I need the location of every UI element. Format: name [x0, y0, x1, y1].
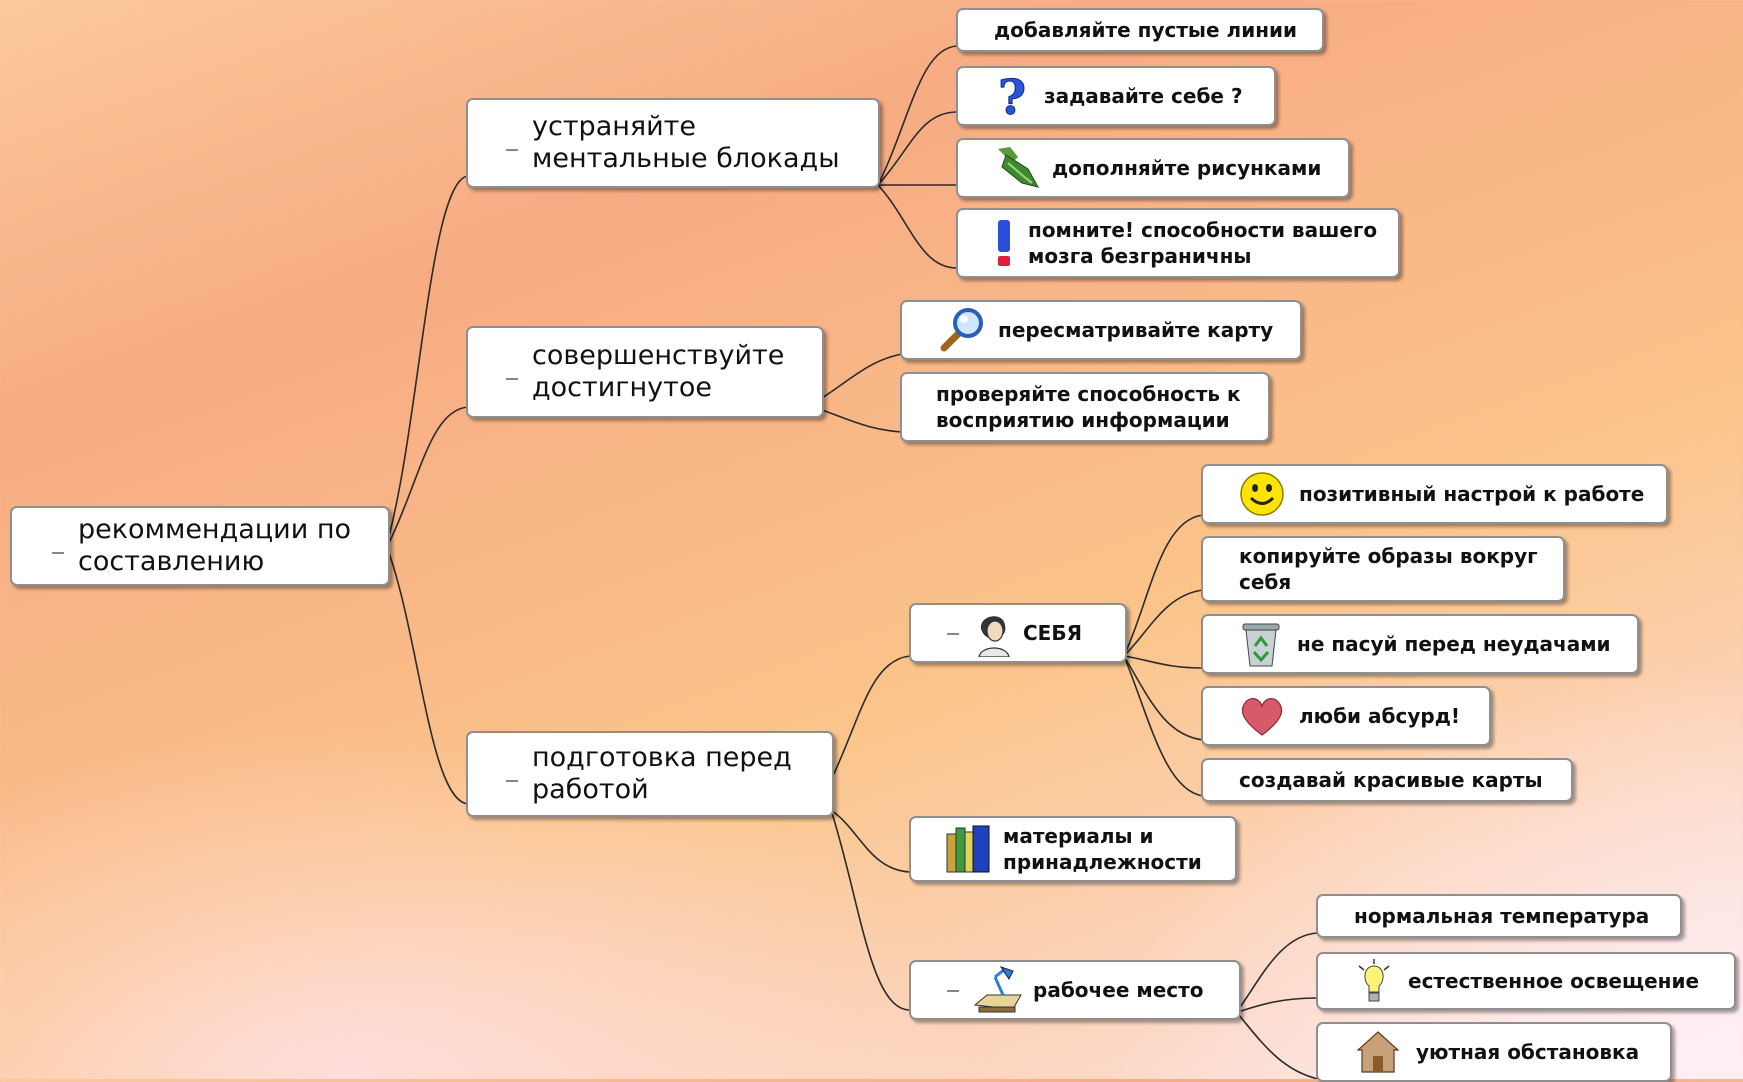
leaf-label: помните! способности вашего мозга безгра… [1028, 218, 1378, 268]
node-self[interactable]: СЕБЯ [909, 603, 1127, 663]
root-node[interactable]: рекоммендации по составлению [10, 506, 390, 586]
leaf-positive-mood[interactable]: позитивный настрой к работе [1201, 464, 1668, 524]
leaf-normal-temperature[interactable]: нормальная температура [1316, 894, 1682, 938]
desk-lamp-icon [973, 965, 1023, 1015]
leaf-dont-give-up[interactable]: не пасуй перед неудачами [1201, 614, 1639, 674]
branch-blocks[interactable]: устраняйте ментальные блокады [466, 98, 880, 188]
branch-improve[interactable]: совершенствуйте достигнутое [466, 326, 824, 418]
leaf-ask-yourself[interactable]: ? задавайте себе ? [956, 66, 1276, 127]
branch-label: совершенствуйте достигнутое [532, 340, 785, 403]
leaf-label: позитивный настрой к работе [1299, 482, 1645, 506]
leaf-beautiful-maps[interactable]: создавай красивые карты [1201, 758, 1573, 802]
leaf-review-map[interactable]: пересматривайте карту [900, 300, 1302, 360]
magnifier-icon [936, 306, 986, 354]
heart-icon [1239, 695, 1285, 737]
collapse-toggle[interactable] [506, 149, 518, 151]
leaf-natural-light[interactable]: естественное освещение [1316, 952, 1736, 1010]
exclamation-icon [994, 218, 1014, 268]
branch-label: подготовка перед работой [532, 742, 792, 805]
leaf-check-perception[interactable]: проверяйте способность к восприятию инфо… [900, 372, 1270, 442]
question-icon: ? [994, 70, 1032, 127]
leaf-label: нормальная температура [1354, 904, 1650, 928]
leaf-label: естественное освещение [1408, 969, 1700, 993]
leaf-label: рабочее место [1033, 978, 1204, 1002]
leaf-label: СЕБЯ [1023, 621, 1082, 645]
collapse-toggle[interactable] [506, 378, 518, 380]
leaf-empty-lines[interactable]: добавляйте пустые линии [956, 8, 1324, 52]
leaf-love-absurd[interactable]: люби абсурд! [1201, 686, 1491, 746]
pencil-icon [992, 145, 1042, 191]
leaf-label: пересматривайте карту [998, 318, 1274, 342]
leaf-label: проверяйте способность к восприятию инфо… [936, 382, 1241, 432]
svg-text:?: ? [998, 72, 1026, 120]
leaf-label: задавайте себе ? [1044, 84, 1243, 108]
leaf-label: люби абсурд! [1299, 704, 1460, 728]
smiley-icon [1239, 471, 1285, 517]
leaf-label: создавай красивые карты [1239, 768, 1543, 792]
leaf-label: дополняйте рисунками [1052, 156, 1322, 180]
collapse-toggle[interactable] [506, 780, 518, 782]
node-materials[interactable]: материалы и принадлежности [909, 816, 1237, 882]
recycle-bin-icon [1239, 620, 1283, 668]
leaf-label: добавляйте пустые линии [994, 18, 1298, 42]
leaf-label: не пасуй перед неудачами [1297, 632, 1611, 656]
collapse-toggle[interactable] [52, 552, 64, 554]
branch-prepare[interactable]: подготовка перед работой [466, 731, 834, 817]
leaf-remember[interactable]: помните! способности вашего мозга безгра… [956, 208, 1400, 278]
branch-label: устраняйте ментальные блокады [532, 111, 840, 174]
leaf-add-pictures[interactable]: дополняйте рисунками [956, 138, 1350, 198]
leaf-cozy-setting[interactable]: уютная обстановка [1316, 1022, 1672, 1082]
leaf-label: уютная обстановка [1416, 1040, 1640, 1064]
books-icon [945, 824, 993, 874]
leaf-label: материалы и принадлежности [1003, 824, 1202, 874]
person-icon [973, 609, 1013, 658]
leaf-copy-images[interactable]: копируйте образы вокруг себя [1201, 536, 1565, 602]
node-workplace[interactable]: рабочее место [909, 960, 1241, 1020]
collapse-toggle[interactable] [947, 633, 959, 635]
lightbulb-icon [1356, 958, 1392, 1004]
collapse-toggle[interactable] [947, 990, 959, 992]
root-label: рекоммендации по составлению [78, 514, 352, 577]
house-icon [1356, 1030, 1400, 1074]
leaf-label: копируйте образы вокруг себя [1239, 544, 1538, 594]
